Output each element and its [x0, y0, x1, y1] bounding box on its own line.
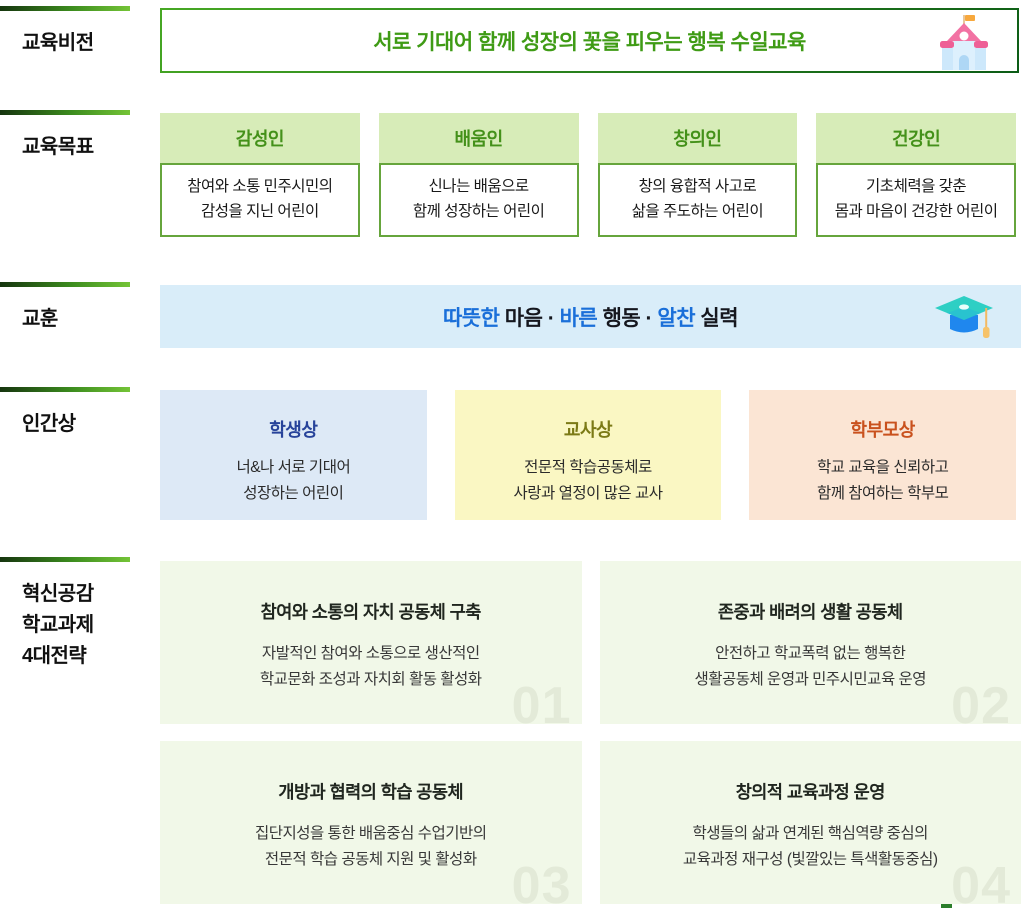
goal-card-description: 기초체력을 갖춘 몸과 마음이 건강한 어린이 — [816, 163, 1016, 237]
goal-card-creativity: 창의인 창의 융합적 사고로 삶을 주도하는 어린이 — [598, 113, 798, 237]
strategy-number-badge: 03 — [512, 860, 572, 904]
strategy-title: 참여와 소통의 자치 공동체 구축 — [160, 561, 582, 624]
graduation-cap-icon — [933, 293, 997, 346]
ideals-section: 인간상 학생상 너&나 서로 기대어 성장하는 어린이 교사상 전문적 학습공동… — [0, 387, 1021, 520]
goals-section-label: 교육목표 — [22, 132, 160, 163]
motto-part: 행동 · — [603, 307, 658, 330]
section-divider-line — [0, 6, 130, 11]
vision-label-column: 교육비전 — [0, 6, 160, 59]
strategy-card-4: 창의적 교육과정 운영 학생들의 삶과 연계된 핵심역량 중심의 교육과정 재구… — [600, 741, 1021, 904]
goal-card-emotion: 감성인 참여와 소통 민주시민의 감성을 지닌 어린이 — [160, 113, 360, 237]
school-icon — [937, 14, 991, 75]
vision-statement: 서로 기대어 함께 성장의 꽃을 피우는 행복 수일교육 — [373, 26, 806, 56]
vision-banner: 서로 기대어 함께 성장의 꽃을 피우는 행복 수일교육 — [160, 8, 1019, 73]
strategy-title: 창의적 교육과정 운영 — [600, 741, 1021, 804]
motto-label-column: 교훈 — [0, 282, 160, 335]
motto-section: 교훈 따뜻한 마음 · 바른 행동 · 알찬 실력 — [0, 282, 1021, 348]
goal-card-title: 배움인 — [379, 113, 579, 163]
ideal-box-teacher: 교사상 전문적 학습공동체로 사랑과 열정이 많은 교사 — [455, 390, 722, 520]
strategy-number-badge: 04 — [951, 860, 1011, 904]
strategy-card-1: 참여와 소통의 자치 공동체 구축 자발적인 참여와 소통으로 생산적인 학교문… — [160, 561, 582, 724]
motto-part: 마음 · — [505, 307, 560, 330]
strategy-title: 존중과 배려의 생활 공동체 — [600, 561, 1021, 624]
motto-part: 알찬 — [657, 307, 700, 330]
goal-card-health: 건강인 기초체력을 갖춘 몸과 마음이 건강한 어린이 — [816, 113, 1016, 237]
ideals-label-column: 인간상 — [0, 387, 160, 440]
section-divider-line — [0, 110, 130, 115]
ideal-description: 학교 교육을 신뢰하고 함께 참여하는 학부모 — [749, 455, 1016, 506]
section-divider-line — [0, 387, 130, 392]
section-divider-line — [0, 557, 130, 562]
ideal-description: 전문적 학습공동체로 사랑과 열정이 많은 교사 — [455, 455, 722, 506]
goal-card-description: 창의 융합적 사고로 삶을 주도하는 어린이 — [598, 163, 798, 237]
ideal-title: 학부모상 — [749, 390, 1016, 442]
goal-card-title: 창의인 — [598, 113, 798, 163]
ideal-box-grid: 학생상 너&나 서로 기대어 성장하는 어린이 교사상 전문적 학습공동체로 사… — [160, 390, 1016, 520]
vision-section: 교육비전 서로 기대어 함께 성장의 꽃을 피우는 행복 수일교육 — [0, 6, 1021, 73]
motto-section-label: 교훈 — [22, 304, 160, 335]
motto-banner: 따뜻한 마음 · 바른 행동 · 알찬 실력 — [160, 285, 1021, 348]
strategies-section: 혁신공감 학교과제 4대전략 참여와 소통의 자치 공동체 구축 자발적인 참여… — [0, 557, 1021, 904]
goals-section: 교육목표 감성인 참여와 소통 민주시민의 감성을 지닌 어린이 배움인 신나는… — [0, 110, 1021, 237]
motto-part: 실력 — [700, 307, 738, 330]
ideal-description: 너&나 서로 기대어 성장하는 어린이 — [160, 455, 427, 506]
goal-card-description: 신나는 배움으로 함께 성장하는 어린이 — [379, 163, 579, 237]
goal-card-learning: 배움인 신나는 배움으로 함께 성장하는 어린이 — [379, 113, 579, 237]
goal-card-grid: 감성인 참여와 소통 민주시민의 감성을 지닌 어린이 배움인 신나는 배움으로… — [160, 113, 1016, 237]
strategy-number-badge: 01 — [512, 680, 572, 724]
motto-part: 바른 — [560, 307, 603, 330]
ideal-title: 학생상 — [160, 390, 427, 442]
strategy-card-2: 존중과 배려의 생활 공동체 안전하고 학교폭력 없는 행복한 생활공동체 운영… — [600, 561, 1021, 724]
goal-card-description: 참여와 소통 민주시민의 감성을 지닌 어린이 — [160, 163, 360, 237]
ideal-box-parent: 학부모상 학교 교육을 신뢰하고 함께 참여하는 학부모 — [749, 390, 1016, 520]
strategies-section-label: 혁신공감 학교과제 4대전략 — [22, 579, 160, 672]
strategies-label-column: 혁신공감 학교과제 4대전략 — [0, 557, 160, 672]
section-divider-line — [0, 282, 130, 287]
ideal-box-student: 학생상 너&나 서로 기대어 성장하는 어린이 — [160, 390, 427, 520]
vision-section-label: 교육비전 — [22, 28, 160, 59]
strategy-card-3: 개방과 협력의 학습 공동체 집단지성을 통한 배움중심 수업기반의 전문적 학… — [160, 741, 582, 904]
goal-card-title: 감성인 — [160, 113, 360, 163]
goals-label-column: 교육목표 — [0, 110, 160, 163]
motto-part: 따뜻한 — [443, 307, 505, 330]
strategy-number-badge: 02 — [951, 680, 1011, 724]
motto-statement: 따뜻한 마음 · 바른 행동 · 알찬 실력 — [443, 302, 738, 332]
ideal-title: 교사상 — [455, 390, 722, 442]
ideals-section-label: 인간상 — [22, 409, 160, 440]
strategy-card-grid: 참여와 소통의 자치 공동체 구축 자발적인 참여와 소통으로 생산적인 학교문… — [160, 561, 1021, 904]
goal-card-title: 건강인 — [816, 113, 1016, 163]
strategy-title: 개방과 협력의 학습 공동체 — [160, 741, 582, 804]
